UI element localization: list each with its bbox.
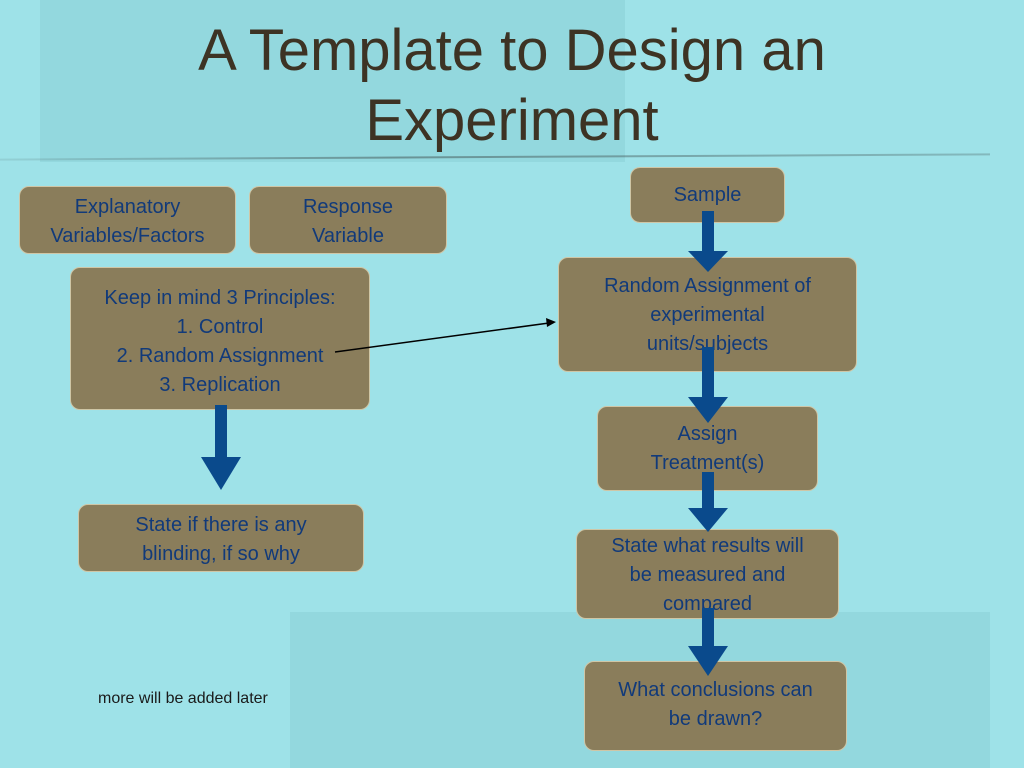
blinding-box: State if there is any blinding, if so wh…: [78, 504, 364, 572]
footer-note: more will be added later: [98, 690, 268, 707]
principles-box: Keep in mind 3 Principles: 1. Control 2.…: [70, 267, 370, 410]
random-assignment-box: Random Assignment of experimental units/…: [558, 257, 857, 372]
conclusions-box: What conclusions can be drawn?: [584, 661, 847, 751]
assign-treatment-box: Assign Treatment(s): [597, 406, 818, 491]
arrow-principles-to-blinding: [201, 405, 241, 490]
background-texture-top: [40, 0, 625, 162]
sample-box: Sample: [630, 167, 785, 223]
response-variable-box: Response Variable: [249, 186, 447, 254]
explanatory-variables-box: Explanatory Variables/Factors: [19, 186, 236, 254]
slide-title: A Template to Design an Experiment: [198, 18, 826, 153]
results-measured-box: State what results will be measured and …: [576, 529, 839, 619]
